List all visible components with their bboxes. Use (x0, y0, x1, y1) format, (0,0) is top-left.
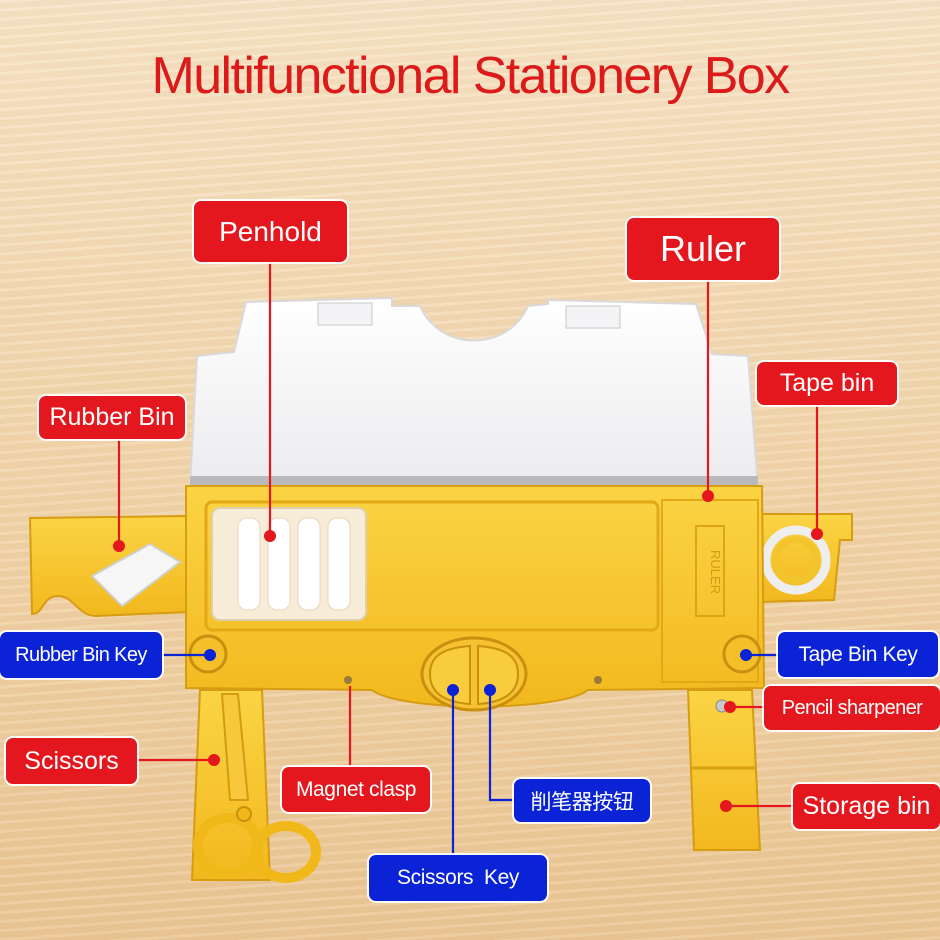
label-ruler: Ruler (627, 218, 779, 280)
leader-dots (113, 490, 823, 812)
label-magnet-clasp: Magnet clasp (282, 767, 430, 812)
penholder (211, 507, 367, 621)
label-penhold: Penhold (194, 201, 347, 262)
scissors (190, 689, 321, 883)
label-rubber-bin: Rubber Bin (39, 396, 185, 439)
label-scissors-key: Scissors Key (369, 855, 547, 901)
leader-lines (117, 262, 819, 854)
tape-bin-tray (755, 513, 853, 604)
ruler-marking: RULER (708, 550, 723, 594)
tape-roll (761, 525, 831, 595)
label-tape-bin: Tape bin (757, 362, 897, 405)
label-storage-bin: Storage bin (793, 784, 940, 829)
label-rubber-bin-key: Rubber Bin Key (0, 632, 162, 678)
label-tape-bin-key: Tape Bin Key (778, 632, 938, 677)
pencil-pouch (188, 296, 760, 490)
storage-bin (686, 689, 762, 851)
eraser-block (90, 542, 182, 608)
rubber-bin-tray (28, 514, 191, 618)
label-sharpener-button: 削笔器按钮 (514, 779, 650, 822)
magnet-clasp-point (344, 676, 352, 684)
ruler-slot (695, 525, 725, 617)
page-title: Multifunctional Stationery Box (151, 47, 790, 105)
stationery-box-body: RULER (185, 485, 766, 712)
label-pencil-sharpener: Pencil sharpener (764, 686, 940, 730)
label-scissors: Scissors (6, 738, 137, 784)
scissors-key-button (428, 644, 471, 706)
